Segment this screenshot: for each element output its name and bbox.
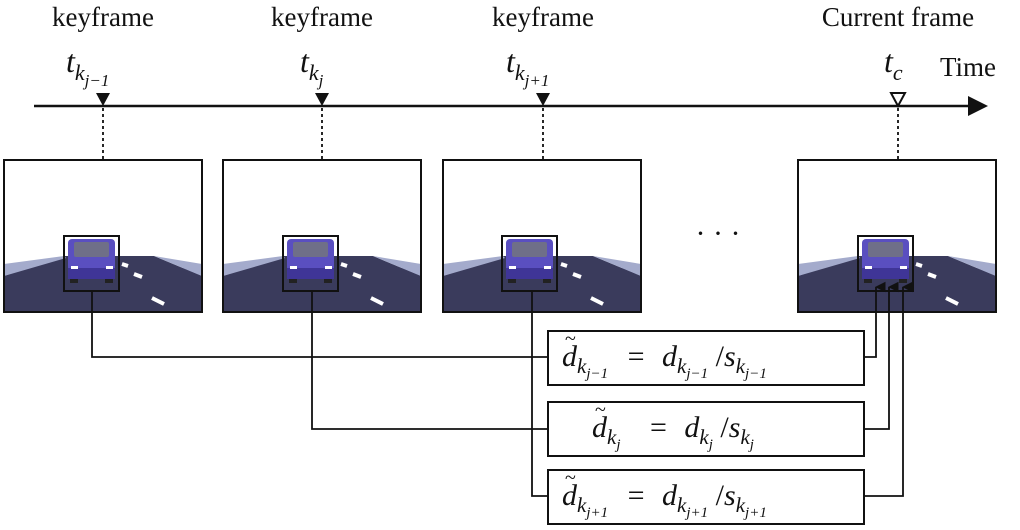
time-axis-label: Time	[940, 52, 996, 82]
car	[287, 239, 334, 283]
keyframe-thumbnail-3	[442, 159, 642, 313]
svg-text:~: ~	[565, 467, 576, 489]
frame-border	[3, 159, 203, 313]
time-symbol-2: tkj	[300, 43, 324, 90]
current-frame-label: Current frame	[822, 2, 974, 32]
equation-arrows	[864, 281, 913, 497]
current-frame-thumbnail	[797, 159, 997, 313]
frame-border	[442, 159, 642, 313]
frame-border	[797, 159, 997, 313]
svg-text:dkj−1 = dkj−1: dkj−1 = dkj−1 /skj−1	[562, 340, 767, 385]
frame-thumbnails	[3, 159, 997, 313]
time-symbol-current: tc	[884, 43, 903, 85]
frame-border	[222, 159, 422, 313]
keyframe-marker-3	[536, 93, 550, 106]
keyframe-marker-1	[96, 93, 110, 106]
equation-box-2: dkj = dkj /skj ~	[547, 399, 865, 457]
drop-lines	[102, 108, 899, 160]
car	[862, 239, 909, 283]
bounding-box	[501, 235, 558, 292]
connector-lines	[91, 291, 548, 497]
time-symbol-1: tkj−1	[66, 43, 109, 90]
time-symbol-3: tkj+1	[506, 43, 549, 90]
keyframe-label-3: keyframe	[492, 2, 594, 32]
svg-text:dkj+1 = dkj+1: dkj+1 = dkj+1 /skj+1	[562, 479, 767, 524]
svg-text:~: ~	[595, 399, 606, 421]
equation-box-1: dkj−1 = dkj−1 /skj−1 ~	[547, 328, 865, 386]
keyframe-thumbnail-2	[222, 159, 422, 313]
keyframe-marker-2	[315, 93, 329, 106]
car	[68, 239, 115, 283]
svg-text:~: ~	[565, 328, 576, 350]
current-frame-marker	[889, 92, 907, 109]
car	[506, 239, 553, 283]
keyframe-label-2: keyframe	[271, 2, 373, 32]
bounding-box	[282, 235, 339, 292]
svg-text:dkj = dkj /s: dkj = dkj /skj	[592, 411, 754, 456]
keyframe-thumbnail-1	[3, 159, 203, 313]
ellipsis: · · ·	[696, 217, 741, 250]
equation-box-3: dkj+1 = dkj+1 /skj+1 ~	[547, 467, 865, 525]
time-axis-arrowhead	[968, 96, 988, 116]
keyframe-label-1: keyframe	[52, 2, 154, 32]
